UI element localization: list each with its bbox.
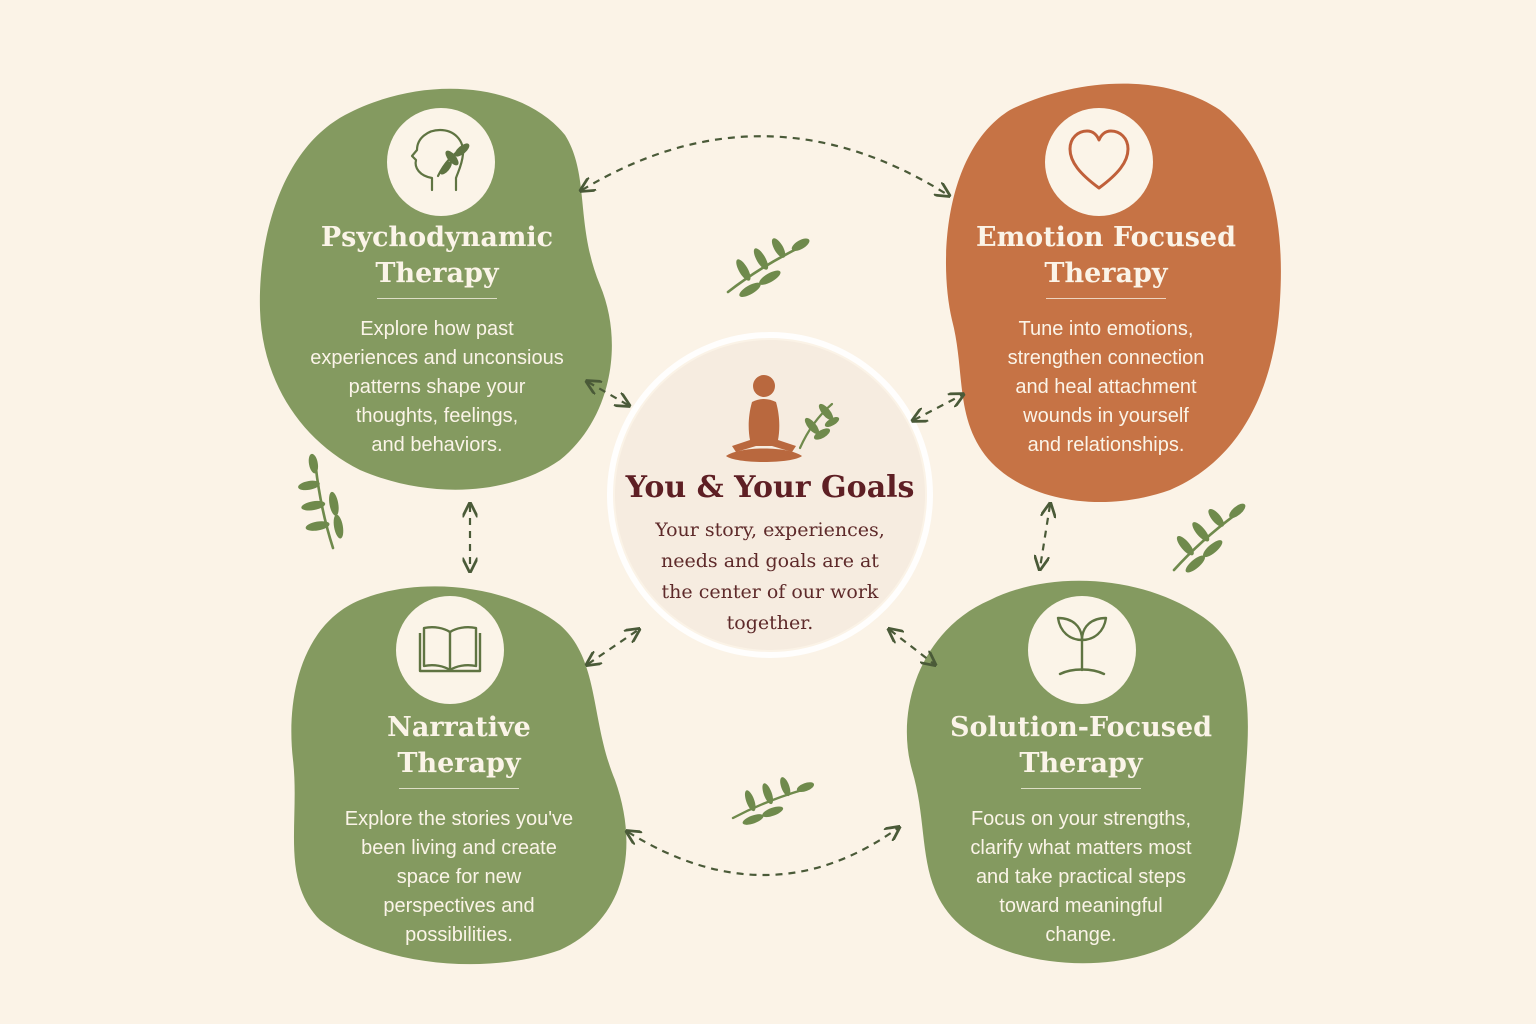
psychodynamic-icon-circle xyxy=(387,108,495,216)
center-title: You & Your Goals xyxy=(625,470,915,505)
arrow-right-vertical xyxy=(1040,505,1050,568)
center-circle xyxy=(615,340,925,650)
narrative-blob xyxy=(291,586,627,965)
leaf-sprig-top-icon xyxy=(726,234,813,301)
psychodynamic-divider xyxy=(377,298,497,299)
emotion-focused-blob xyxy=(945,83,1281,503)
arrow-top xyxy=(582,135,948,195)
open-book-icon xyxy=(418,626,482,673)
center-text: You & Your Goals Your story, experiences… xyxy=(620,470,920,639)
arrow-center-bottom-left xyxy=(588,630,638,664)
psychodynamic-title: Psychodynamic Therapy xyxy=(320,222,554,289)
narrative-description: Explore the stories you've been living a… xyxy=(344,808,574,946)
arrow-bottom xyxy=(628,828,898,877)
arrow-center-bottom-right xyxy=(890,630,934,664)
emotion-focused-divider xyxy=(1046,298,1166,299)
center-description: Your story, experiences, needs and goals… xyxy=(655,519,885,634)
emotion-focused-text: Emotion Focused Therapy Tune into emotio… xyxy=(960,220,1252,460)
emotion-focused-description: Tune into emotions, strengthen connectio… xyxy=(1007,318,1205,456)
psychodynamic-blob xyxy=(259,88,612,490)
psychodynamic-description: Explore how past experiences and unconsi… xyxy=(310,318,564,456)
solution-focused-title: Solution-Focused Therapy xyxy=(950,712,1212,779)
emotion-focused-title: Emotion Focused Therapy xyxy=(976,222,1236,289)
narrative-title: Narrative Therapy xyxy=(387,712,531,779)
narrative-text: Narrative Therapy Explore the stories yo… xyxy=(316,710,602,950)
center-circle-ring xyxy=(607,332,933,658)
solution-focused-blob xyxy=(906,580,1248,964)
arrow-center-top-right xyxy=(914,395,962,420)
leaf-sprig-right-icon xyxy=(1162,498,1259,579)
solution-focused-description: Focus on your strengths, clarify what ma… xyxy=(970,808,1192,946)
leaf-sprig-bottom-icon xyxy=(730,766,818,840)
meditating-person-icon xyxy=(726,375,840,462)
heart-icon xyxy=(1068,129,1130,190)
sprout-icon xyxy=(1056,616,1108,676)
solution-focused-text: Solution-Focused Therapy Focus on your s… xyxy=(938,710,1224,950)
psychodynamic-text: Psychodynamic Therapy Explore how past e… xyxy=(300,220,574,460)
solution-focused-divider xyxy=(1021,788,1141,789)
emotion-focused-icon-circle xyxy=(1045,108,1153,216)
head-leaf-icon xyxy=(410,128,470,192)
narrative-divider xyxy=(399,788,519,789)
